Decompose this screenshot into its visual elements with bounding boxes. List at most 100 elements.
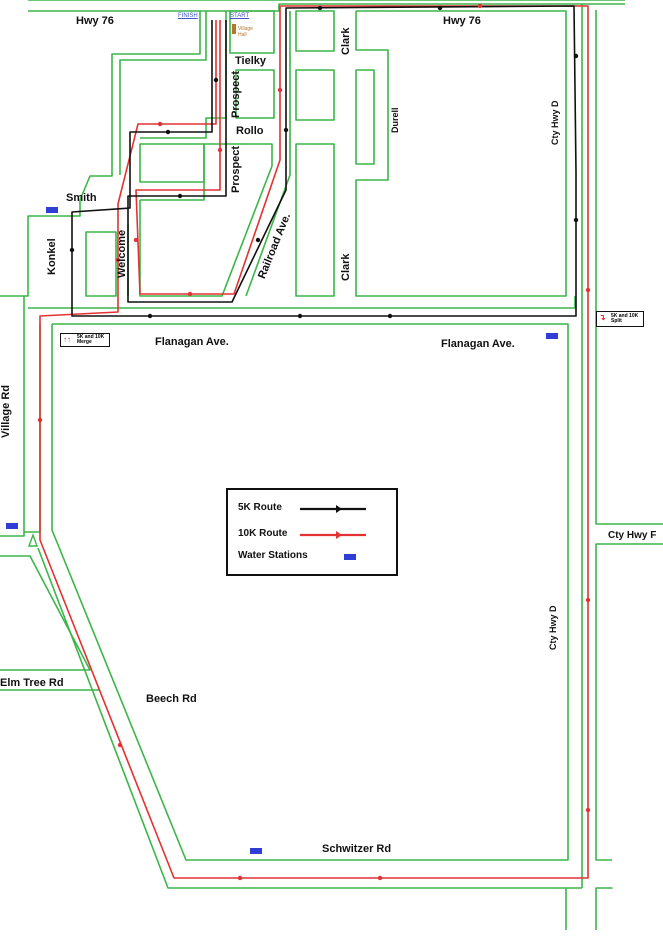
street-flanagan-east: Flanagan Ave.	[441, 338, 515, 350]
route-5k-marker	[213, 77, 219, 83]
legend-water-label: Water Stations	[238, 550, 308, 561]
street-clark-south: Clark	[340, 253, 352, 281]
road-village-east-edge	[24, 324, 41, 533]
route-5k-marker	[437, 5, 443, 11]
street-flanagan-west: Flanagan Ave.	[155, 336, 229, 348]
split-label: 5K and 10K Split	[611, 313, 639, 324]
village-hall-icon	[232, 24, 236, 34]
route-10k-path	[39, 5, 589, 879]
legend-10k-label: 10K Route	[238, 528, 288, 539]
street-rollo: Rollo	[236, 125, 264, 137]
route-5k-marker	[317, 5, 323, 11]
route-5k-line	[71, 5, 577, 317]
split-badge: ↴ 5K and 10K Split	[596, 311, 644, 327]
water-station-icon	[46, 207, 58, 213]
route-10k-marker	[477, 3, 483, 9]
route-5k-marker	[573, 217, 579, 223]
street-durell: Durell	[390, 107, 400, 133]
street-village-rd: Village Rd	[0, 385, 12, 438]
route-5k-marker	[165, 129, 171, 135]
road-flanagan-north-edge	[28, 296, 576, 309]
block-east	[355, 10, 567, 297]
block-hall	[229, 10, 275, 54]
road-elm-tree-north	[0, 555, 91, 671]
block-prospect-n	[235, 69, 275, 119]
legend-5k-label: 5K Route	[238, 502, 282, 513]
route-10k-marker	[37, 417, 43, 423]
street-konkel: Konkel	[46, 238, 58, 275]
merge-arrows-icon: ↑↑	[63, 335, 71, 344]
legend-5k-line-icon	[300, 505, 366, 513]
road-hwy76-south-edge	[28, 3, 625, 12]
triangle-marker-icon	[28, 532, 38, 547]
block-clark-n1	[295, 10, 335, 52]
block-railroad-west	[245, 11, 291, 297]
street-smith: Smith	[66, 192, 97, 204]
water-station-icon	[546, 333, 558, 339]
route-10k-marker	[585, 597, 591, 603]
route-10k-marker	[187, 291, 193, 297]
merge-label: 5K and 10K Merge	[77, 334, 105, 345]
village-hall-label: Village Hall	[238, 26, 253, 38]
route-10k-marker	[237, 875, 243, 881]
road-konkel-west-edge	[0, 11, 201, 297]
route-10k-marker	[133, 237, 139, 243]
route-5k-marker	[283, 127, 289, 133]
route-10k-marker	[585, 287, 591, 293]
route-10k-marker	[117, 742, 123, 748]
route-10k-marker	[585, 807, 591, 813]
road-cty-d-east-lower	[595, 543, 663, 861]
route-5k-marker	[573, 53, 579, 59]
route-10k-marker	[217, 147, 223, 153]
block-konkel	[85, 231, 117, 297]
block-welcome-s	[139, 143, 273, 297]
route-5k-marker	[147, 313, 153, 319]
route-10k-marker	[115, 257, 121, 263]
street-elm-tree: Elm Tree Rd	[0, 677, 64, 689]
route-5k-marker	[69, 247, 75, 253]
road-village-rd	[0, 296, 25, 537]
road-cty-d-east-edge	[595, 10, 663, 525]
water-stations	[6, 207, 558, 854]
block-durell	[355, 69, 375, 165]
road-prospect-west-edge	[140, 11, 227, 139]
street-cty-hwy-d-south: Cty Hwy D	[548, 605, 558, 650]
street-hwy76-west: Hwy 76	[76, 15, 114, 27]
legend-10k-line-icon	[300, 531, 366, 539]
water-station-icon	[6, 523, 18, 529]
route-10k-marker	[277, 87, 283, 93]
block-railroad-east	[295, 143, 335, 297]
route-5k-marker	[387, 313, 393, 319]
legend-water-icon	[344, 554, 356, 560]
street-beech: Beech Rd	[146, 693, 197, 705]
route-arrow-markers	[37, 3, 591, 881]
street-hwy76-east: Hwy 76	[443, 15, 481, 27]
street-cty-hwy-f: Cty Hwy F	[608, 530, 657, 541]
street-prospect-north: Prospect	[230, 70, 242, 118]
map-legend: 5K Route 10K Route Water Stations	[226, 488, 398, 576]
merge-badge: ↑↑ 5K and 10K Merge	[60, 333, 110, 347]
route-5k-marker	[177, 193, 183, 199]
street-prospect-south: Prospect	[230, 145, 242, 193]
route-5k-path	[71, 5, 577, 317]
street-welcome: Welcome	[116, 229, 128, 278]
street-schwitzer: Schwitzer Rd	[322, 843, 392, 855]
route-5k-marker	[297, 313, 303, 319]
water-station-icon	[250, 848, 262, 854]
route-10k-marker	[157, 121, 163, 127]
road-cty-d-bottom	[595, 887, 613, 930]
road-flanagan-south-edge	[51, 323, 569, 861]
start-label: START	[230, 13, 250, 19]
route-10k-line	[39, 5, 589, 879]
street-cty-hwy-d-north: Cty Hwy D	[550, 100, 560, 145]
block-clark-n2	[295, 69, 335, 121]
street-tielky: Tielky	[235, 55, 266, 67]
block-welcome-n	[139, 143, 205, 183]
route-10k-marker	[377, 875, 383, 881]
road-konkel-east-edge	[119, 11, 207, 175]
road-angled-west-edge	[37, 547, 582, 889]
route-5k-marker	[255, 237, 261, 243]
